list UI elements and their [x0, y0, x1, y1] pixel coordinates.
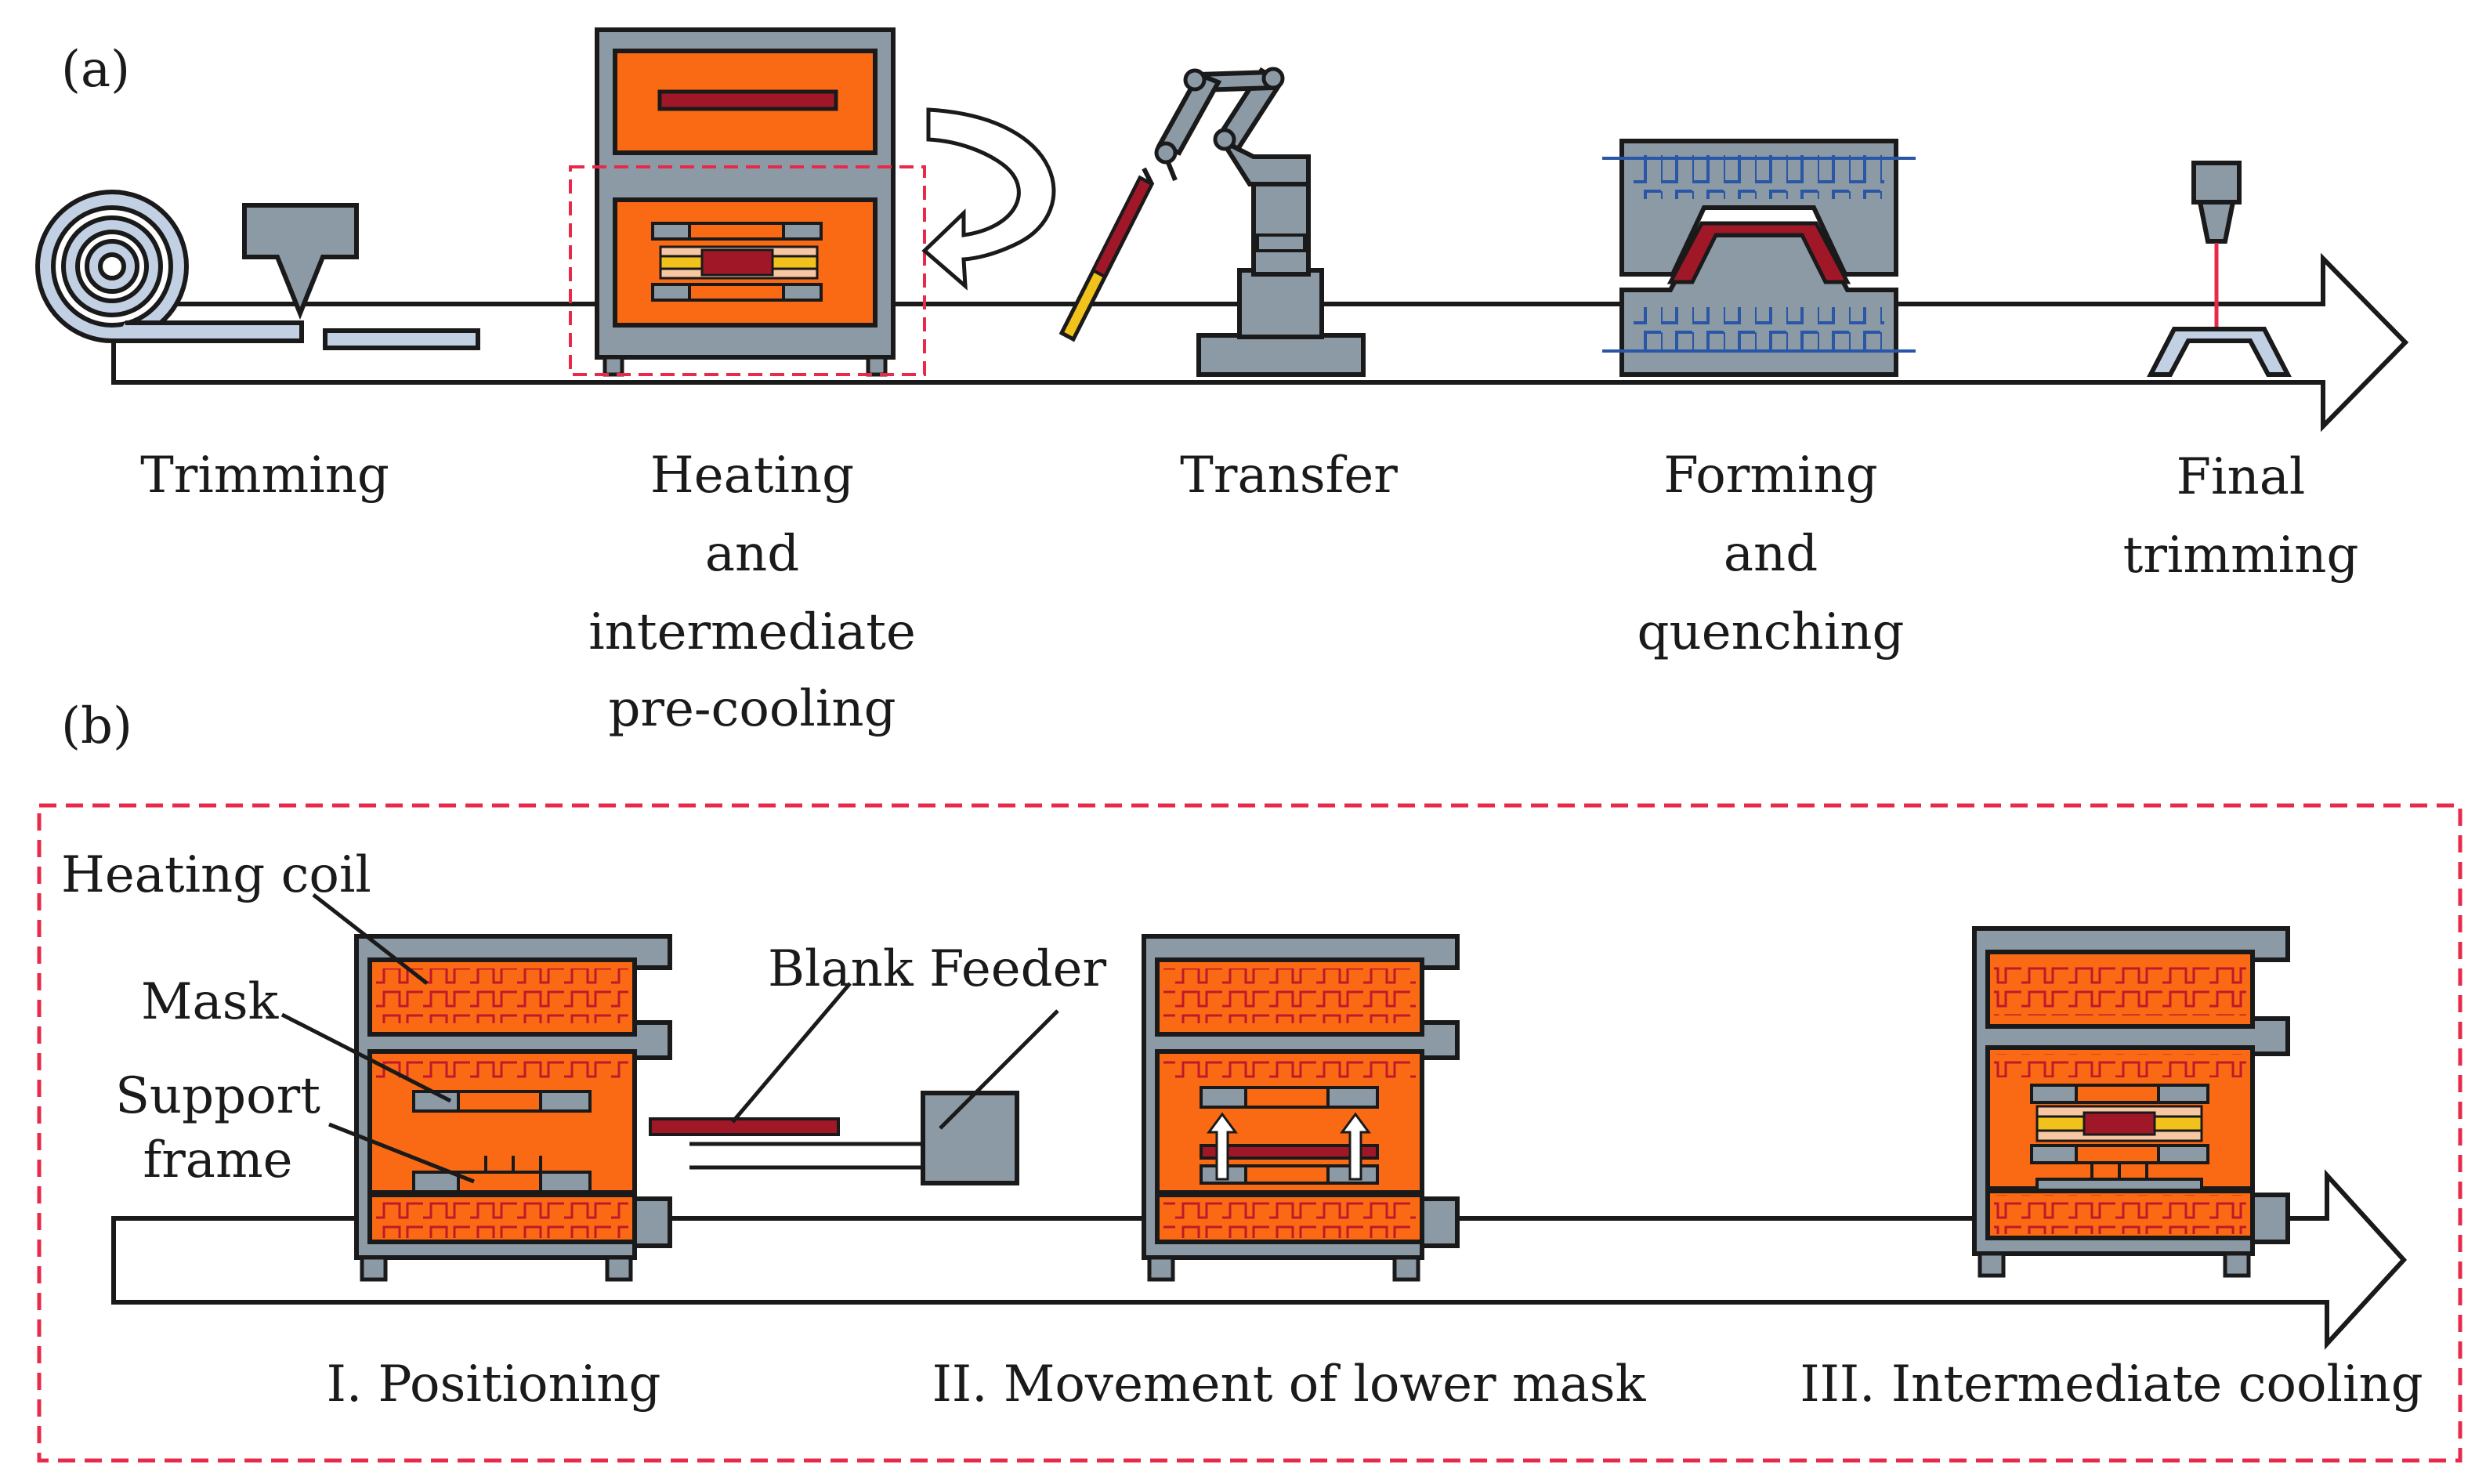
step-final-line1: Final	[2177, 448, 2306, 506]
step-heating-line3: intermediate	[588, 603, 916, 661]
step-transfer-label: Transfer	[1180, 447, 1398, 505]
panel-b-label: (b)	[61, 697, 132, 755]
blank-feeder-icon	[649, 1091, 1019, 1185]
step-heating-line4: pre-cooling	[608, 680, 896, 738]
step-forming-line1: Forming	[1663, 447, 1877, 505]
panel-b-dashed-frame	[37, 803, 2462, 1463]
furnace-stage3-icon	[1972, 926, 2290, 1278]
callout-support-line1: Support	[115, 1067, 320, 1125]
coil-icon	[35, 190, 304, 343]
return-arrow-icon	[921, 107, 1056, 291]
step-heating-line1: Heating	[650, 447, 854, 505]
furnace-highlight-box	[569, 165, 926, 376]
panel-a-label: (a)	[61, 41, 130, 99]
laser-trimmer-icon	[2147, 161, 2292, 377]
stage2-label: II. Movement of lower mask	[932, 1356, 1647, 1413]
step-forming-line3: quenching	[1637, 603, 1905, 661]
robot-arm-icon	[1058, 67, 1366, 377]
step-trimming-label: Trimming	[140, 447, 389, 505]
stage3-label: III. Intermediate cooling	[1800, 1356, 2423, 1413]
callout-blank-feeder: Blank Feeder	[768, 940, 1107, 998]
step-heating-line2: and	[705, 525, 799, 583]
callout-heating-coil: Heating coil	[61, 846, 371, 904]
furnace-stage1-icon	[354, 934, 672, 1282]
step-forming-line2: and	[1724, 525, 1818, 583]
callout-mask: Mask	[141, 973, 280, 1031]
callout-lines	[280, 893, 1059, 1184]
stage1-label: I. Positioning	[327, 1356, 661, 1413]
furnace-icon	[595, 27, 896, 377]
step-final-line2: trimming	[2123, 527, 2359, 585]
forming-press-icon	[1602, 139, 1916, 377]
cutter-icon	[242, 203, 480, 350]
callout-support-line2: frame	[143, 1131, 293, 1189]
furnace-stage2-icon	[1142, 934, 1460, 1282]
